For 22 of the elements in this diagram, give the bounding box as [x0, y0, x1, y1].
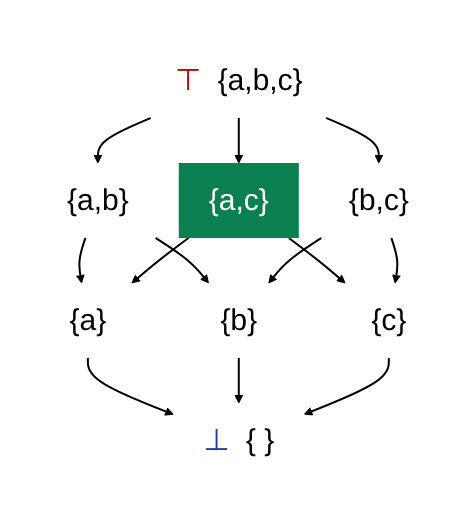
arrow [288, 237, 346, 284]
node-text: {a,b} [66, 184, 128, 217]
node-label: ⊥ [202, 424, 229, 457]
arrow [303, 358, 390, 416]
arrow [268, 237, 322, 284]
arrow [131, 237, 189, 284]
arrow [93, 117, 151, 164]
arrow [234, 358, 243, 404]
arrow [390, 238, 400, 284]
arrow [86, 358, 174, 416]
arrow [325, 117, 383, 164]
node-box: {a,c} [178, 163, 298, 238]
node-text: {a} [69, 304, 106, 337]
arrow [154, 237, 209, 284]
node-text: {b,c} [348, 184, 408, 217]
node-text: {b} [220, 304, 257, 337]
node-label: ⊤ [174, 64, 200, 97]
arrow [234, 118, 243, 164]
node-text: {a,b,c} [217, 64, 302, 97]
arrow [76, 238, 86, 284]
node-text: { } [245, 424, 274, 457]
node-text: {c} [370, 304, 406, 337]
